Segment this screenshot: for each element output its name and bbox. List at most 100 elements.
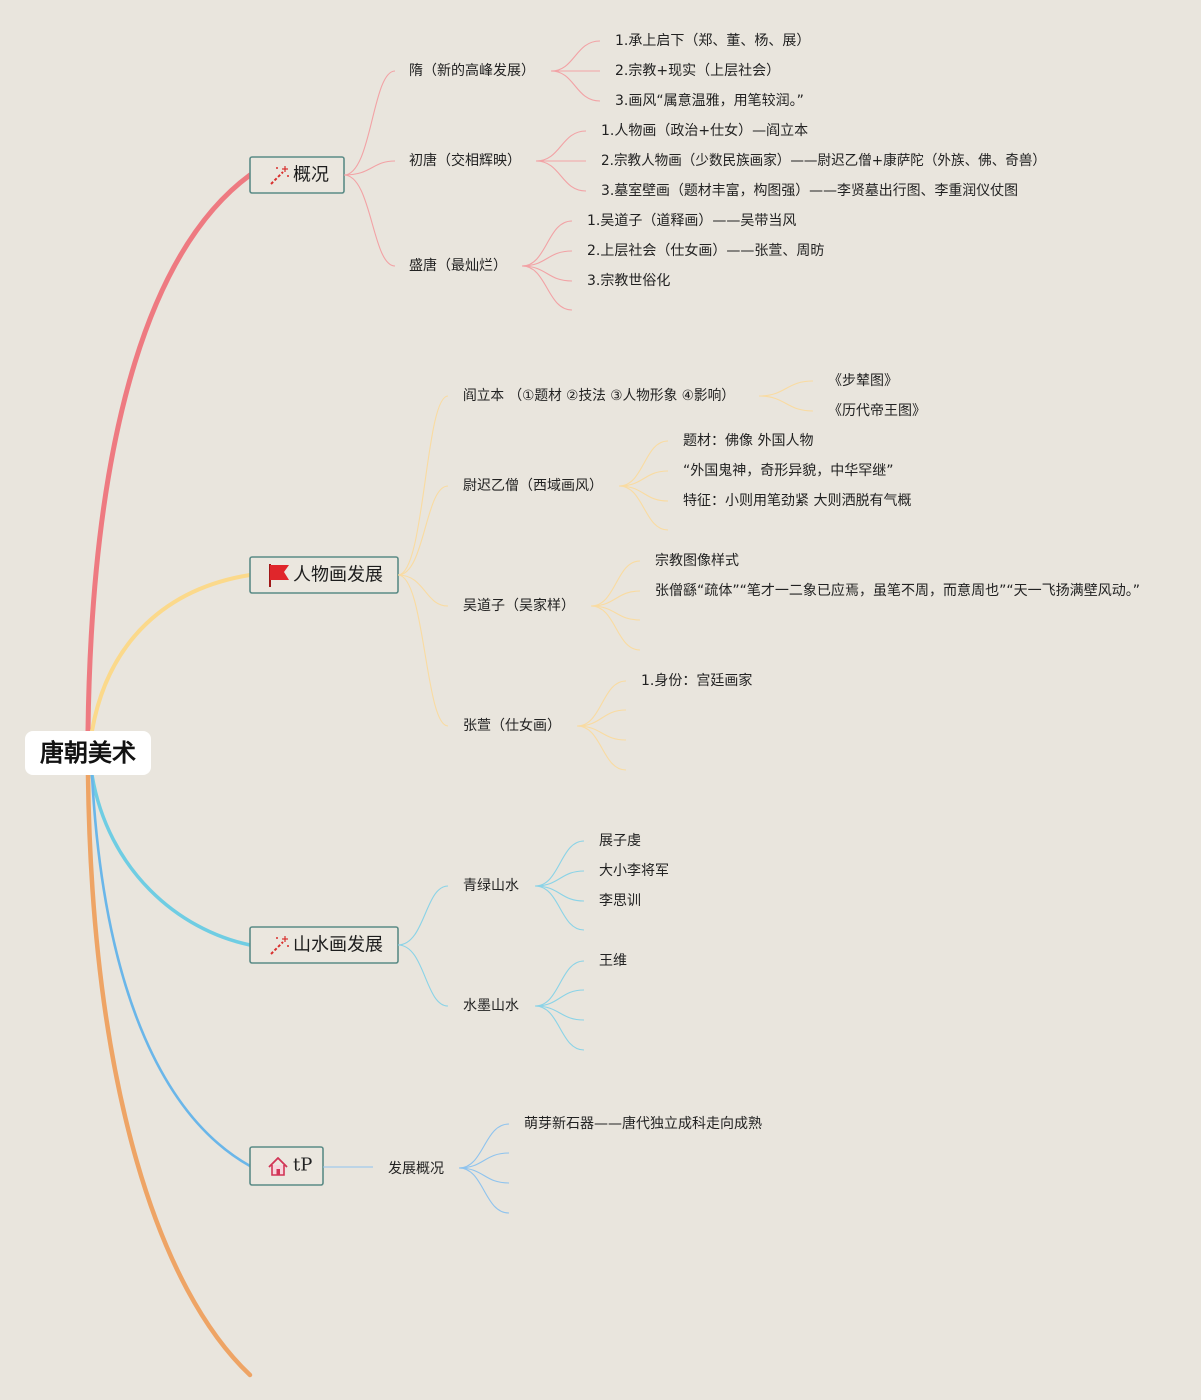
subtopic[interactable]: 1.身份：宫廷画家 [641,672,752,689]
subtopic[interactable]: 大小李将军 [599,863,669,879]
connector-line [590,605,641,651]
connector-line [397,395,449,576]
connector-line [534,989,585,1007]
landscape-label[interactable]: 山水画发展 [293,935,383,956]
topic-yuchi-yiseng[interactable]: 尉迟乙僧（西域画风） [463,478,603,494]
connector-line [397,485,449,576]
connector-line [458,1167,510,1214]
connector-line [521,265,573,311]
connector-line [458,1167,510,1184]
connector-line [521,220,573,267]
connector-line [535,130,587,162]
topic-zhang-xuan[interactable]: 张萱（仕女画） [463,717,561,734]
connector-line [534,885,585,902]
tp-connectors [323,1123,510,1214]
topic-blue-green-landscape[interactable]: 青绿山水 [463,878,519,894]
house-icon [268,1157,288,1176]
connector-line [534,1005,585,1021]
branch-line-overview [85,172,253,734]
magic-wand-icon [270,936,289,955]
connector-line [458,1123,510,1169]
subtopic[interactable]: 1.吴道子（道释画）——吴带当风 [587,213,796,229]
connector-line [550,70,601,102]
branch-line-figure-painting [90,573,252,733]
overview-node[interactable]: 概况 [249,156,345,194]
connector-line [618,440,669,487]
connector-line [397,574,449,727]
subtopic[interactable]: 特征：小则用笔劲紧 大则洒脱有气概 [683,493,911,509]
connector-line [397,944,449,1007]
subtopic[interactable]: 2.宗教+现实（上层社会） [615,63,780,79]
branch-line-landscape [90,773,252,947]
connector-line [397,885,449,946]
subtopic[interactable]: “外国鬼神，奇形异貌，中华罕继” [683,462,894,479]
figure-painting-node[interactable]: 人物画发展 [249,556,399,594]
connector-line [618,485,669,531]
connector-line [521,265,573,282]
tp-label[interactable]: tP [293,1155,312,1176]
connector-line [343,174,396,267]
connector-line [534,840,585,887]
topic-early-tang[interactable]: 初唐（交相辉映） [409,152,521,169]
subtopic[interactable]: 李思训 [599,893,641,909]
branch-figure-painting: 人物画发展 阎立本 （①题材 ②技法 ③人物形象 [249,373,1140,771]
connector-line [758,380,814,397]
main-branch-lines [85,172,253,1378]
branch-line-tp [90,773,252,1168]
connector-line [758,395,814,412]
subtopic[interactable]: 1.承上启下（郑、董、杨、展） [615,33,810,49]
connector-line [618,470,669,487]
connector-line [534,960,585,1007]
topic-sui[interactable]: 隋（新的高峰发展） [409,62,535,79]
subtopic[interactable]: 题材：佛像 外国人物 [683,433,813,449]
root-node[interactable]: 唐朝美术 [25,731,151,775]
connector-line [343,70,396,176]
branch-tp: tP 发展概况 萌芽新石器——唐代独立成科走向成熟 [249,1115,762,1214]
subtopic[interactable]: 2.上层社会（仕女画）——张萱、周昉 [587,242,824,259]
connector-line [521,250,573,267]
connector-line [576,725,627,771]
subtopic[interactable]: 《历代帝王图》 [828,403,926,419]
connector-line [576,725,627,741]
subtopic[interactable]: 3.画风“属意温雅，用笔较润。” [615,92,804,109]
connector-line [343,160,396,176]
overview-connectors [343,40,601,311]
landscape-node[interactable]: 山水画发展 [249,926,399,964]
figure-painting-label[interactable]: 人物画发展 [293,565,383,586]
subtopic[interactable]: 展子虔 [599,833,641,849]
tp-node[interactable]: tP [249,1146,324,1186]
connector-line [397,574,449,607]
root-box [25,731,151,775]
connector-line [576,709,627,727]
topic-development-overview[interactable]: 发展概况 [388,1161,444,1177]
subtopic[interactable]: 《步辇图》 [828,373,898,389]
subtopic[interactable]: 王维 [599,953,627,969]
topic-high-tang[interactable]: 盛唐（最灿烂） [409,257,507,274]
branch-landscape: 山水画发展 青绿山水 展子虔 大小李将军 李思训 水墨山水 王维 [249,833,669,1051]
subtopic[interactable]: 3.宗教世俗化 [587,273,670,289]
connector-line [535,160,587,192]
connector-line [534,870,585,887]
overview-label[interactable]: 概况 [293,165,329,186]
connector-line [576,680,627,727]
magic-wand-icon [270,166,289,185]
root-title[interactable]: 唐朝美术 [40,739,136,767]
subtopic[interactable]: 萌芽新石器——唐代独立成科走向成熟 [524,1115,762,1132]
connector-line [534,885,585,931]
subtopic[interactable]: 3.墓室壁画（题材丰富，构图强）——李贤墓出行图、李重润仪仗图 [601,182,1018,199]
subtopic[interactable]: 1.人物画（政治+仕女）—阎立本 [601,122,808,139]
connector-line [458,1152,510,1169]
topic-wu-daozi[interactable]: 吴道子（吴家样） [463,597,575,614]
red-flag-icon [269,564,289,587]
connector-line [618,485,669,502]
subtopic[interactable]: 2.宗教人物画（少数民族画家）——尉迟乙僧+康萨陀（外族、佛、奇兽） [601,152,1046,169]
connector-line [534,1005,585,1051]
subtopic[interactable]: 张僧繇“疏体”“笔才一二象已应焉，虽笔不周，而意周也”“天一飞扬满壁风动。” [655,582,1140,599]
connector-line [550,40,601,72]
connector-line [590,590,641,607]
subtopic[interactable]: 宗教图像样式 [655,553,739,569]
connector-line [590,605,641,621]
topic-yan-liben[interactable]: 阎立本 （①题材 ②技法 ③人物形象 ④影响） [463,388,735,404]
topic-ink-landscape[interactable]: 水墨山水 [463,998,519,1014]
